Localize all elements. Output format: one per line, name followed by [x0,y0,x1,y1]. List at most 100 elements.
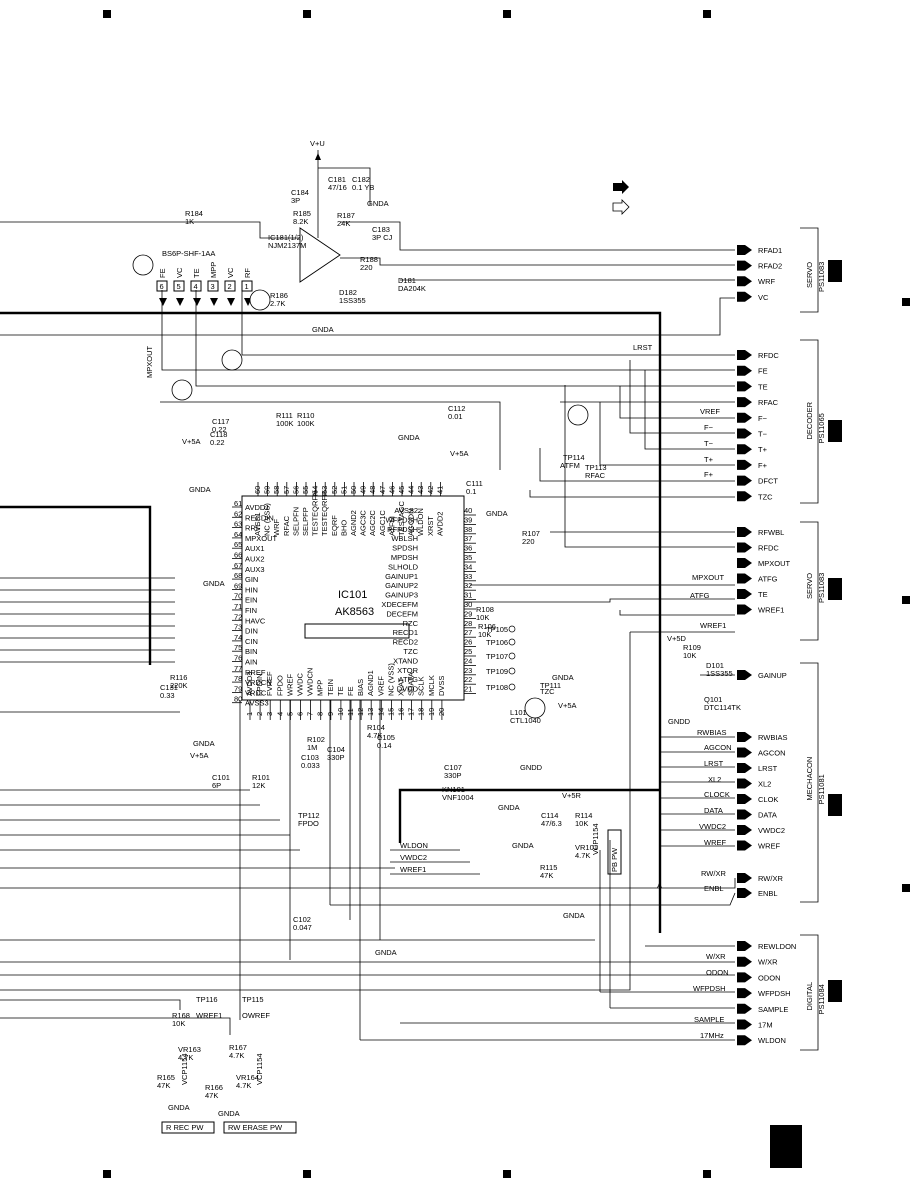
ic-pin-name: SELPFP [301,507,310,536]
reg-mark [703,1170,711,1178]
ic-pin-number: 69 [234,581,242,590]
wire [629,360,735,434]
reg-mark [303,10,311,18]
testpoint-label: TP108 [486,683,508,692]
tp114-label: TP114 [563,453,585,462]
ic-pin-name: BIAS [356,679,365,696]
component-ref: C105 [377,733,395,742]
group-board: PS11083 [817,573,826,603]
ic-pin-number: 51 [339,486,348,494]
ic-pin-number: 65 [234,540,242,549]
component-value: 0.1 YB [352,183,374,192]
ic-pin-name: AGC2C [368,510,377,536]
net-label: MPXOUT [692,573,725,582]
terminal-signal-label: RFAC [758,398,779,407]
ic-pin-number: 13 [366,708,375,716]
terminal-arrow-icon [737,558,752,568]
connector-pin-number: 5 [177,282,181,291]
component-ref: R110 [297,411,314,420]
connector-callout [132,254,154,276]
v5r-label: V+5R [562,791,582,800]
component-value: 330P [327,753,345,762]
ic-pin-name: HAVC [245,616,266,625]
component-ref: R186 [270,291,288,300]
callout-circle [524,697,546,719]
ic-pin-number: 48 [368,486,377,494]
testpoint-circle [508,652,516,660]
group-board: PS11083 [817,262,826,292]
reg-mark [902,298,910,306]
reg-mark [902,884,910,892]
component-value: 220K [170,681,188,690]
gnda-label: GNDA [193,739,215,748]
component-ref: R188 [360,255,378,264]
fpdo-tp-label: FPDO [298,819,319,828]
gnda-label: GNDA [486,509,508,518]
ic-pin-number: 35 [464,553,472,562]
wire [0,632,631,991]
ic-pin-name: SCLK [417,676,426,696]
vcp-label: VCP1154 [591,823,600,855]
wiring [0,150,736,1041]
terminal-signal-label: REWLDON [758,942,796,951]
terminal-arrow-icon [737,381,752,392]
component-ref: R116 [170,673,187,682]
terminal-arrow-icon [737,589,752,599]
ic-pin-number: 70 [234,592,242,601]
component-value: 1K [185,217,194,226]
tp112-label: TP112 [298,811,320,820]
net-label: CLOCK [704,790,730,799]
component-value: 3P [291,196,300,205]
reg-mark [902,596,910,604]
ic-pin-name: AGC3C [359,510,368,536]
ic-pin-name: BIN [245,647,258,656]
v5a-label: V+5A [558,701,577,710]
section-marker-e [828,980,842,1002]
vcp-label: VCP1154 [255,1053,264,1085]
ic-pin-name: TEIN [326,679,335,696]
wire [330,892,736,906]
wire [0,1017,231,1035]
ic-pin-number: 61 [234,499,242,508]
net-label: DATA [704,806,723,815]
group-name: SERVO [805,262,814,288]
ic-pin-name: HIN [245,585,258,594]
terminal-arrow-icon [737,778,752,789]
ic-pin-name: FPDIN [255,674,264,697]
ic-pin-name: AVSS1 [253,512,262,536]
ic-pin-name: FPDO [275,675,284,696]
component-value: 1M [307,743,317,752]
net-label: ATFG [690,591,710,600]
ic-pin-number: 28 [464,619,472,628]
net-label: ENBL [704,884,724,893]
component-value: 47/16 [328,183,347,192]
connector-pin-number: 1 [245,282,249,291]
terminal-arrow-icon [737,941,752,951]
ic-pin-number: 49 [359,486,368,494]
ic-pin-name: GAINUP2 [385,581,418,590]
component-ref: R165 [157,1073,175,1082]
wref1-tp-label: WREF1 [196,1011,222,1020]
terminal-signal-label: ATFG [758,575,778,584]
terminal-arrow-icon [737,491,752,502]
ic-pin-name: BHO [339,520,348,536]
ic-pin-number: 32 [464,581,472,590]
wire [619,610,735,616]
gnda-label: GNDA [375,948,397,957]
terminal-arrow-icon [737,260,752,271]
opamp-triangle [299,227,341,283]
registration-marks [103,10,910,1178]
ic-pin-name: ATFM [387,516,396,536]
terminal-arrow-icon [737,988,752,999]
net-label: W/XR [706,952,726,961]
terminal-arrow-icon [737,809,752,820]
ic-pin-number: 79 [234,684,242,693]
wire [644,370,735,450]
ic-pin-number: 64 [234,530,242,539]
ic-pin-number: 27 [464,628,472,637]
wire [619,386,735,419]
ic-pin-number: 37 [464,534,472,543]
terminal-signal-label: RFDC [758,544,779,553]
reg-mark [503,1170,511,1178]
